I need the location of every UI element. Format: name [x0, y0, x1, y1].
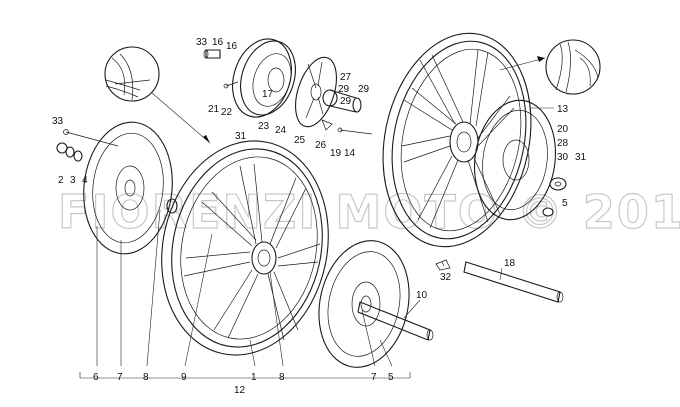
callout-33: 33	[196, 37, 208, 48]
callout-3: 3	[70, 175, 76, 186]
rear-axle-spindle	[435, 259, 564, 303]
rear-small-bolts	[203, 49, 373, 135]
callout-1: 1	[251, 372, 257, 383]
callout-33: 33	[52, 116, 64, 127]
callout-24: 24	[275, 125, 287, 136]
callout-27: 27	[340, 72, 352, 83]
callout-2: 2	[58, 175, 64, 186]
callout-29: 29	[340, 96, 352, 107]
rear-bearing-spacer	[321, 89, 362, 131]
front-axle-spindle	[357, 301, 434, 341]
rear-cush-plate	[295, 56, 337, 128]
watermark: FIORENZI MOTO © 2010	[58, 185, 680, 239]
callout-5: 5	[562, 198, 568, 209]
callout-8: 8	[143, 372, 149, 383]
callout-23: 23	[258, 121, 270, 132]
callout-31: 31	[235, 131, 247, 142]
callout-31: 31	[575, 152, 587, 163]
callout-32: 32	[440, 272, 452, 283]
callout-17: 17	[262, 89, 274, 100]
detail-circle-left	[104, 46, 211, 144]
callout-10: 10	[416, 290, 428, 301]
detail-circle-right	[499, 39, 601, 95]
callout-30: 30	[557, 152, 569, 163]
rear-sprocket-carrier	[232, 38, 296, 118]
rear-axle-spacers	[542, 177, 567, 217]
callout-16: 16	[212, 37, 224, 48]
callout-labels: 33 16 16 17 21 22 27 29 29 29 23 24 25 3…	[52, 37, 587, 396]
callout-16: 16	[226, 41, 238, 52]
callout-29: 29	[338, 84, 350, 95]
front-wheel	[161, 140, 329, 356]
callout-26: 26	[315, 140, 327, 151]
front-brake-disc-right	[318, 240, 410, 368]
rear-brake-disc	[473, 99, 557, 221]
callout-6: 6	[93, 372, 99, 383]
callout-7: 7	[117, 372, 123, 383]
callout-20: 20	[557, 124, 569, 135]
callout-5: 5	[388, 372, 394, 383]
callout-13: 13	[557, 104, 569, 115]
rear-wheel	[382, 32, 532, 248]
leader-lines	[79, 107, 554, 379]
callout-19: 19	[330, 148, 342, 159]
callout-22: 22	[221, 107, 233, 118]
callout-7: 7	[371, 372, 377, 383]
callout-9: 9	[181, 372, 187, 383]
callout-12: 12	[234, 385, 246, 396]
callout-4: 4	[82, 175, 88, 186]
callout-18: 18	[504, 258, 516, 269]
callout-25: 25	[294, 135, 306, 146]
callout-21: 21	[208, 104, 220, 115]
callout-29: 29	[358, 84, 370, 95]
callout-14: 14	[344, 148, 356, 159]
callout-8: 8	[279, 372, 285, 383]
callout-28: 28	[557, 138, 569, 149]
front-left-bolts	[56, 129, 178, 214]
